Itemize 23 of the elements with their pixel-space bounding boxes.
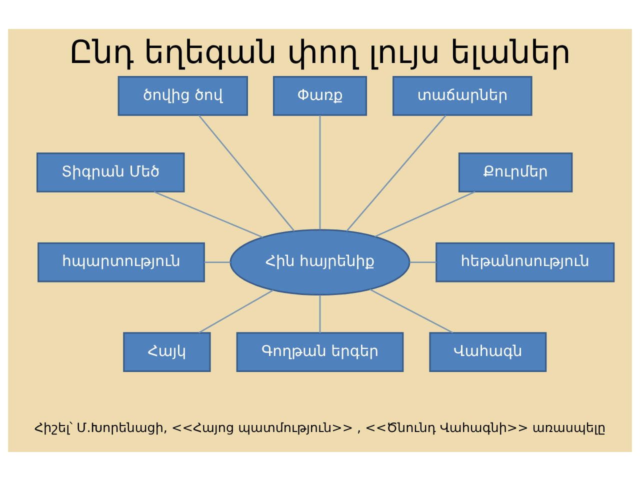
node-box: Հայկ	[123, 332, 211, 372]
connector	[198, 289, 274, 333]
connector	[374, 190, 476, 237]
connector	[154, 190, 264, 238]
label: Հիշել՝ Մ.Խորենացի, <<Հայոց պատմություն>> , <<Ծնունդ Վահագնի>> առասպելը	[34, 420, 606, 436]
connector	[410, 261, 436, 262]
connector	[198, 114, 295, 232]
node-box: ծովից ծով	[118, 76, 248, 116]
node-box: տաճարներ	[392, 76, 532, 116]
node-box: հեթանոսություն	[436, 242, 615, 282]
node-box: Գողթան երգեր	[236, 332, 404, 372]
connector	[346, 114, 446, 232]
node-box: Վահագն	[429, 332, 547, 372]
node-ellipse: Հին հայրենիք	[230, 228, 410, 295]
connector	[319, 294, 321, 332]
diagram-title: Ընդ եղեգան փող լույս ելաներ	[69, 32, 571, 71]
node-box: Տիգրան Մեծ	[36, 152, 185, 192]
node-box: հպարտություն	[38, 242, 205, 282]
node-box: Քուրմեր	[458, 152, 573, 192]
node-box: Փառք	[272, 76, 368, 116]
connector	[204, 261, 231, 262]
connector	[319, 114, 321, 230]
connector	[370, 288, 454, 333]
